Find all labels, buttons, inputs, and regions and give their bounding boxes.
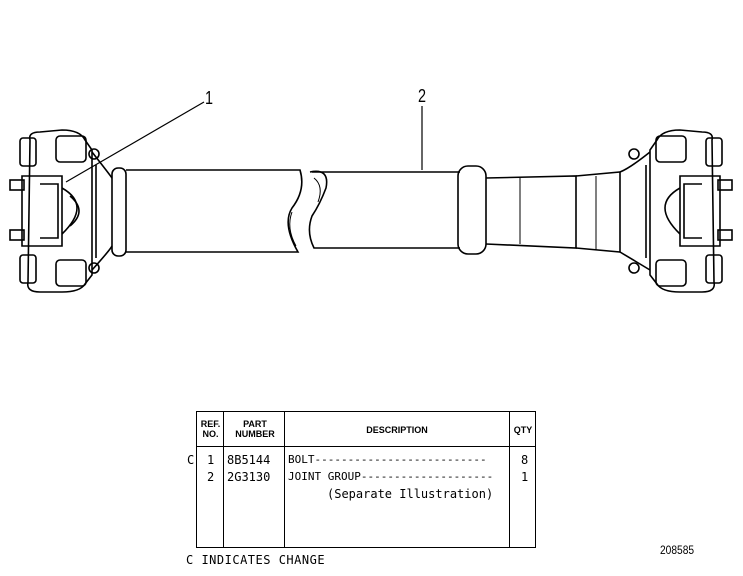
shaft-right-section [308,165,621,255]
change-footnote: C INDICATES CHANGE [186,553,326,567]
right-yoke [619,129,733,293]
table-row-1-desc: BOLT-------------------------- [288,453,487,466]
header-part-number: PART NUMBER [235,419,275,439]
table-row-2-ref: 2 [207,470,215,484]
parts-table: REF. NO. PART NUMBER DESCRIPTION QTY 1 8… [196,411,536,548]
leader-line-1 [65,101,205,183]
table-row-2-subnote: (Separate Illustration) [327,487,494,501]
table-row-1-ref: 1 [207,453,215,467]
table-row-2-desc: JOINT GROUP-------------------- [288,470,494,483]
left-yoke [9,129,113,293]
drive-shaft-illustration [9,101,733,293]
table-row-1-part: 8B5144 [227,453,271,467]
header-qty: QTY [513,425,533,435]
change-marker-row-1: C [187,453,195,467]
table-row-2-qty: 1 [521,470,529,484]
header-ref-no: REF. NO. [200,419,221,439]
header-description: DESCRIPTION [366,425,428,435]
table-row-2-part: 2G3130 [227,470,271,484]
illustration-number: 208585 [660,543,695,557]
shaft-left-section [111,167,303,257]
table-row-1-qty: 8 [521,453,529,467]
callout-ref-2: 2 [418,86,427,106]
callout-ref-1: 1 [205,88,214,108]
